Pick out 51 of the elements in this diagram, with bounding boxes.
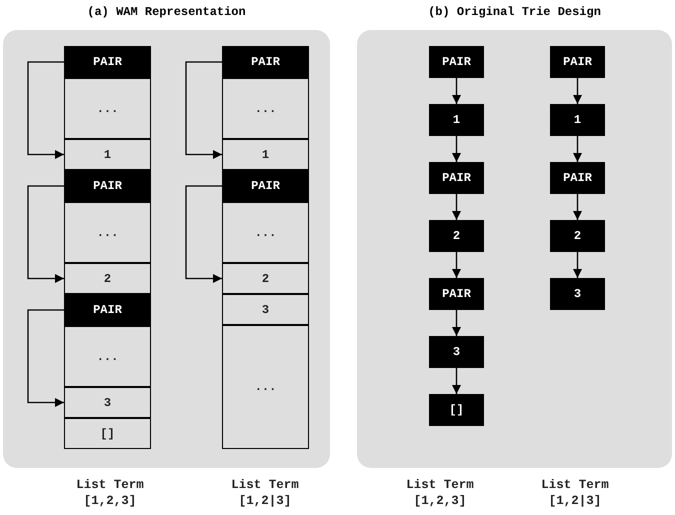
term-caption: List Term [1,2|3]	[230, 477, 300, 509]
arrow	[573, 194, 582, 220]
memory-cell: []	[64, 418, 151, 449]
arrow	[185, 185, 222, 283]
arrow	[452, 78, 461, 104]
memory-cell: ...	[222, 78, 309, 139]
arrow	[185, 61, 222, 159]
tag-cell: PAIR	[64, 46, 151, 78]
panel-title: (a) WAM Representation	[86, 5, 247, 19]
trie-node: 1	[550, 104, 605, 136]
trie-node: PAIR	[429, 278, 484, 310]
trie-node: 2	[550, 220, 605, 252]
tag-cell: PAIR	[222, 170, 309, 202]
term-caption: List Term [1,2|3]	[540, 477, 610, 509]
arrow	[452, 136, 461, 162]
memory-cell: ...	[64, 202, 151, 263]
trie-node: 3	[429, 336, 484, 368]
arrow	[573, 78, 582, 104]
memory-cell: 1	[222, 139, 309, 170]
memory-cell: 2	[222, 263, 309, 294]
arrow	[27, 185, 64, 283]
tag-cell: PAIR	[64, 170, 151, 202]
memory-cell: 2	[64, 263, 151, 294]
memory-cell: ...	[222, 325, 309, 449]
trie-node: 3	[550, 278, 605, 310]
term-caption: List Term [1,2,3]	[75, 477, 145, 509]
trie-node: []	[429, 394, 484, 426]
memory-cell: 3	[222, 294, 309, 325]
trie-node: PAIR	[550, 46, 605, 78]
trie-node: PAIR	[550, 162, 605, 194]
memory-cell: ...	[64, 78, 151, 139]
trie-node: 1	[429, 104, 484, 136]
tag-cell: PAIR	[64, 294, 151, 326]
trie-node: 2	[429, 220, 484, 252]
memory-cell: ...	[222, 202, 309, 263]
arrow	[27, 309, 64, 407]
memory-cell: ...	[64, 326, 151, 387]
memory-cell: 3	[64, 387, 151, 418]
arrow	[452, 194, 461, 220]
trie-node: PAIR	[429, 46, 484, 78]
arrow	[27, 61, 64, 159]
tag-cell: PAIR	[222, 46, 309, 78]
trie-node: PAIR	[429, 162, 484, 194]
arrow	[573, 136, 582, 162]
panel-title: (b) Original Trie Design	[427, 5, 602, 19]
arrow	[573, 252, 582, 278]
arrow	[452, 368, 461, 394]
memory-cell: 1	[64, 139, 151, 170]
arrow	[452, 310, 461, 336]
arrow	[452, 252, 461, 278]
term-caption: List Term [1,2,3]	[405, 477, 475, 509]
